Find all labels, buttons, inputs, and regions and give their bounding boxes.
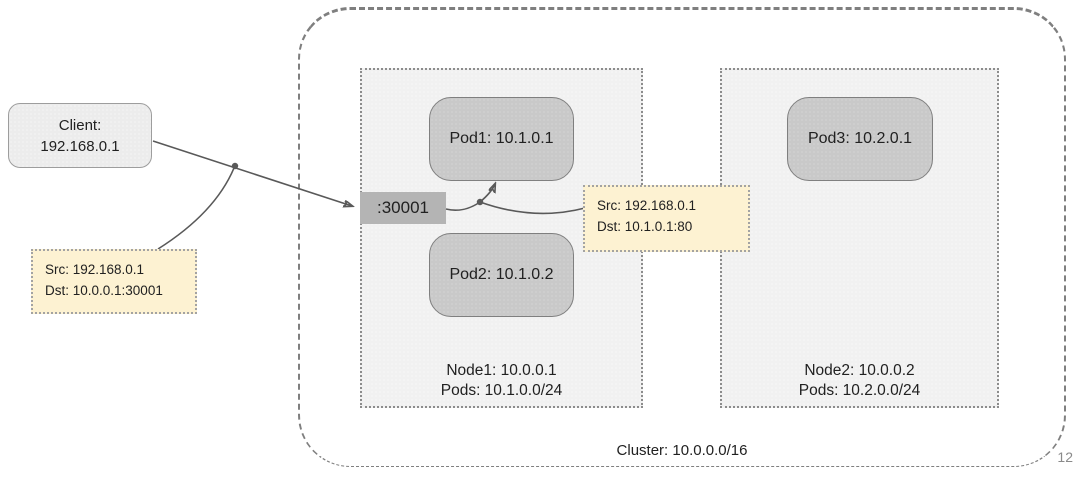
cluster-boundary: Cluster: 10.0.0.0/16 [298,7,1066,467]
pod3-label: Pod3: 10.2.0.1 [807,130,913,147]
node2-label-line1: Node2: 10.0.0.2 [804,361,915,379]
pod1-label: Pod1: 10.1.0.1 [449,130,554,147]
internal-packet-dst: Dst: 10.1.0.1:80 [597,218,693,234]
external-packet-src: Src: 192.168.0.1 [45,262,145,277]
junction-dot-external [231,162,239,170]
external-note-leader-line [157,167,235,250]
client-box: Client: 192.168.0.1 [8,103,152,168]
node1-label: Node1: 10.0.0.1 Pods: 10.1.0.0/24 [362,361,641,402]
client-label-line2: 192.168.0.1 [40,137,120,155]
cluster-label: Cluster: 10.0.0.0/16 [616,442,748,459]
node2-label: Node2: 10.0.0.2 Pods: 10.2.0.0/24 [722,361,997,402]
pod3-box: Pod3: 10.2.0.1 [787,97,933,181]
external-packet-note: Src: 192.168.0.1 Dst: 10.0.0.1:30001 [31,249,197,314]
pod2-box: Pod2: 10.1.0.2 [429,233,574,317]
node1-label-line1: Node1: 10.0.0.1 [446,361,557,379]
page-number: 12 [1057,449,1073,465]
external-packet-dst: Dst: 10.0.0.1:30001 [45,282,163,298]
node2-label-line2: Pods: 10.2.0.0/24 [798,382,921,400]
internal-packet-note: Src: 192.168.0.1 Dst: 10.1.0.1:80 [583,185,750,252]
nodeport-label: :30001 [377,198,429,217]
nodeport-box: :30001 [360,192,446,224]
internal-packet-src: Src: 192.168.0.1 [597,198,697,213]
node1-label-line2: Pods: 10.1.0.0/24 [440,382,563,400]
pod1-box: Pod1: 10.1.0.1 [429,97,574,181]
client-label-line1: Client: [58,116,102,134]
pod2-label: Pod2: 10.1.0.2 [449,266,554,283]
